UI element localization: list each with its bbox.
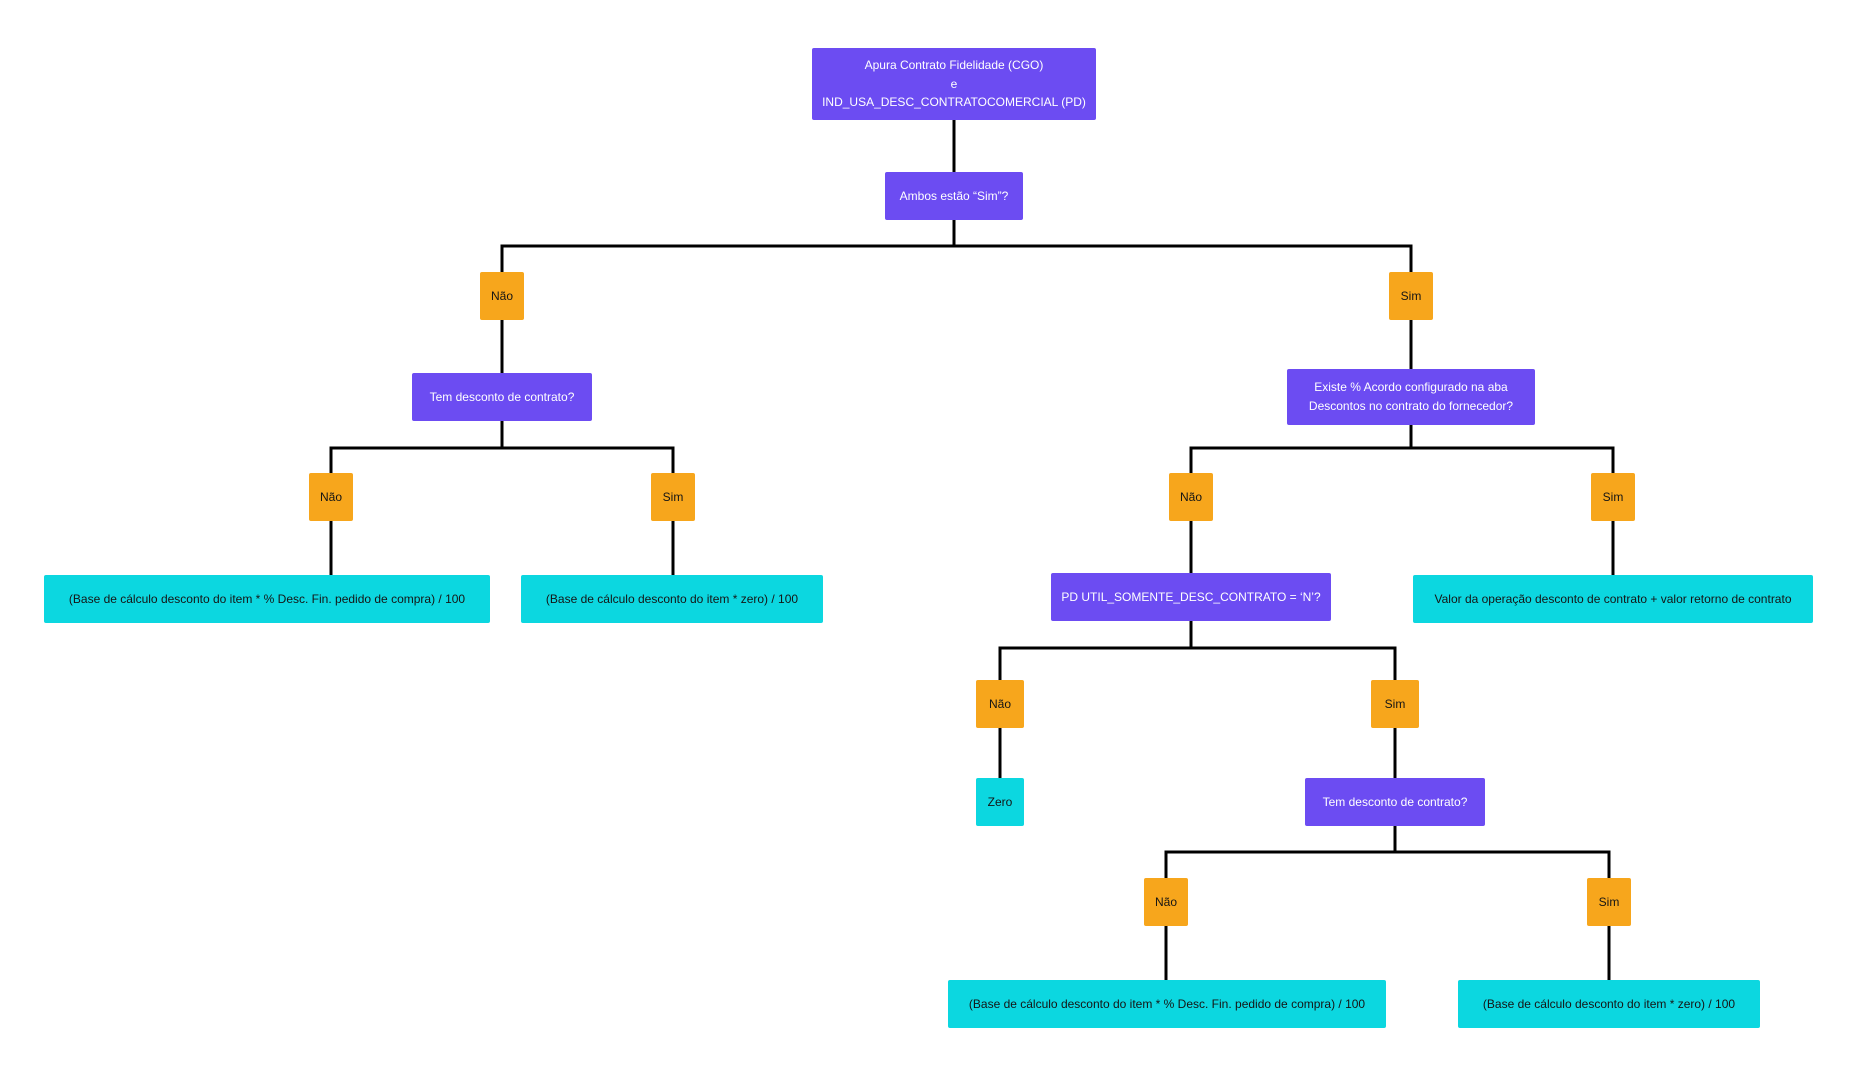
node-branch-nao-pd: Não — [976, 680, 1024, 728]
node-question-ambos-sim: Ambos estão “Sim”? — [885, 172, 1023, 220]
node-branch-nao-level1: Não — [480, 272, 524, 320]
node-branch-nao-tem-right: Não — [1144, 878, 1188, 926]
node-question-pd-util-somente: PD UTIL_SOMENTE_DESC_CONTRATO = ‘N’? — [1051, 573, 1331, 621]
node-result-left-zero: (Base de cálculo desconto do item * zero… — [521, 575, 823, 623]
node-question-existe-acordo: Existe % Acordo configurado na aba Desco… — [1287, 369, 1535, 425]
node-result-left-desc-fin: (Base de cálculo desconto do item * % De… — [44, 575, 490, 623]
node-branch-sim-right2: Sim — [1591, 473, 1635, 521]
connector-lines — [329, 120, 1615, 980]
node-result-valor-operacao: Valor da operação desconto de contrato +… — [1413, 575, 1813, 623]
node-question-tem-desconto-left: Tem desconto de contrato? — [412, 373, 592, 421]
node-branch-sim-pd: Sim — [1371, 680, 1419, 728]
node-branch-sim-level1: Sim — [1389, 272, 1433, 320]
node-result-right-zero: (Base de cálculo desconto do item * zero… — [1458, 980, 1760, 1028]
node-question-tem-desconto-right: Tem desconto de contrato? — [1305, 778, 1485, 826]
node-result-right-desc-fin: (Base de cálculo desconto do item * % De… — [948, 980, 1386, 1028]
node-branch-nao-left2: Não — [309, 473, 353, 521]
node-root-condition: Apura Contrato Fidelidade (CGO) e IND_US… — [812, 48, 1096, 120]
node-branch-sim-tem-right: Sim — [1587, 878, 1631, 926]
node-result-zero: Zero — [976, 778, 1024, 826]
node-branch-nao-right2: Não — [1169, 473, 1213, 521]
node-branch-sim-left2: Sim — [651, 473, 695, 521]
